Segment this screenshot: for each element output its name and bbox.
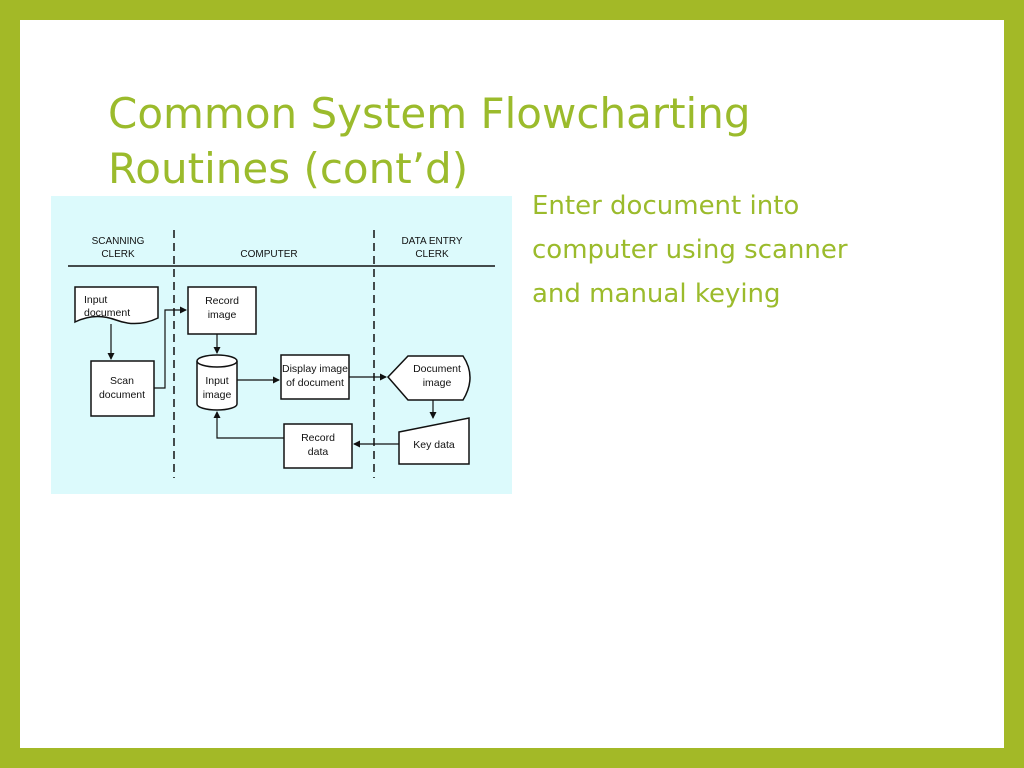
arrow-record-data-to-input-image <box>213 411 284 439</box>
slide: Common System Flowcharting Routines (con… <box>20 20 1004 748</box>
input-document-label-1: Input <box>84 294 107 306</box>
input-image-node-top <box>196 354 238 368</box>
slide-title: Common System Flowcharting Routines (con… <box>108 86 751 196</box>
display-image-node <box>280 354 350 400</box>
lane-header-data-entry-clerk-1: DATA ENTRY <box>401 236 462 247</box>
record-image-label-2: image <box>208 309 237 321</box>
slide-title-line-2: Routines (cont’d) <box>108 144 469 193</box>
record-data-label-2: data <box>308 446 329 458</box>
lane-header-computer: COMPUTER <box>240 249 297 260</box>
record-data-label-1: Record <box>301 432 335 444</box>
display-image-label-1: Display image <box>282 363 348 375</box>
flowchart-diagram: SCANNING CLERK COMPUTER DATA ENTRY CLERK… <box>51 196 512 494</box>
scan-document-label-2: document <box>99 389 145 401</box>
input-image-label-2: image <box>203 389 232 401</box>
flowchart-svg: SCANNING CLERK COMPUTER DATA ENTRY CLERK… <box>51 196 512 494</box>
scan-document-node <box>90 360 155 417</box>
record-data-node <box>283 423 353 469</box>
lane-header-scanning-clerk-1: SCANNING <box>92 236 145 247</box>
document-image-label-1: Document <box>413 363 461 375</box>
slide-body-line-2: computer using scanner <box>532 235 848 265</box>
document-image-label-2: image <box>423 377 452 389</box>
display-image-label-2: of document <box>286 377 344 389</box>
input-document-label-2: document <box>84 307 130 319</box>
input-document-node <box>74 286 159 325</box>
record-image-node <box>187 286 257 335</box>
record-image-label-1: Record <box>205 295 239 307</box>
arrow-scan-to-record-image <box>154 306 187 389</box>
key-data-node <box>398 417 470 465</box>
scan-document-label-1: Scan <box>110 375 134 387</box>
input-image-label-1: Input <box>205 375 228 387</box>
slide-title-line-1: Common System Flowcharting <box>108 89 751 138</box>
slide-body: Enter document into computer using scann… <box>532 184 952 316</box>
slide-body-line-1: Enter document into <box>532 191 800 221</box>
lane-header-scanning-clerk-2: CLERK <box>101 249 135 260</box>
lane-header-data-entry-clerk-2: CLERK <box>415 249 449 260</box>
key-data-label: Key data <box>413 439 455 451</box>
input-image-node <box>196 361 238 411</box>
document-image-node <box>386 355 471 401</box>
slide-body-line-3: and manual keying <box>532 279 781 309</box>
